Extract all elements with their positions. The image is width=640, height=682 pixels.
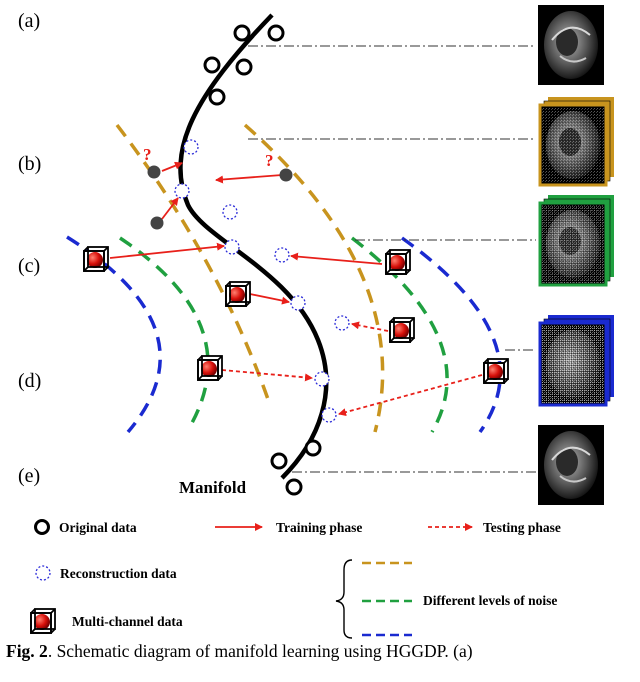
unknown-point	[150, 216, 164, 230]
reconstruction-point	[222, 204, 238, 220]
training-arrow	[290, 252, 383, 265]
original-point	[235, 58, 253, 76]
testing-arrow	[338, 374, 483, 417]
legend-brace-icon	[335, 559, 353, 639]
unknown-point	[279, 168, 293, 182]
guide-lines	[248, 45, 536, 473]
testing-arrows	[221, 321, 483, 417]
cube-icon	[197, 355, 223, 381]
cube-icon	[225, 281, 251, 307]
caption-fig-label: Fig. 2	[6, 641, 48, 661]
mri-image-clean-bottom	[538, 425, 604, 505]
reconstruction-point	[290, 295, 306, 311]
mri-image-clean-top	[538, 5, 604, 85]
legend: Original data Training phase Testing pha…	[30, 519, 561, 639]
testing-arrow	[221, 369, 313, 382]
reconstruction-point	[314, 371, 330, 387]
training-arrow	[161, 197, 179, 220]
legend-testing-label: Testing phase	[483, 520, 561, 535]
mri-images	[538, 5, 614, 505]
caption-text: . Schematic diagram of manifold learning…	[47, 641, 473, 661]
panel-label-b: (b)	[18, 153, 41, 175]
legend-original-icon	[34, 519, 50, 535]
legend-noise-label: Different levels of noise	[423, 593, 557, 608]
manifold-curve	[178, 13, 329, 480]
cube-icon	[385, 249, 411, 275]
reconstruction-points	[174, 139, 350, 423]
cube-icon	[83, 246, 109, 272]
original-point	[233, 24, 251, 42]
panel-label-d: (d)	[18, 370, 41, 392]
reconstruction-point	[334, 315, 350, 331]
manifold-label: Manifold	[179, 478, 247, 497]
cube-icon	[389, 317, 415, 343]
training-arrows	[109, 161, 383, 305]
reconstruction-point	[183, 139, 199, 155]
noise-curve-gold-right	[243, 123, 385, 433]
panel-labels: (a) (b) (c) (d) (e)	[18, 10, 41, 487]
panel-label-a: (a)	[18, 10, 40, 32]
original-point	[285, 478, 303, 496]
panel-label-c: (c)	[18, 255, 40, 277]
testing-arrow	[351, 321, 389, 332]
cube-icon	[483, 358, 509, 384]
noise-curve-green-left	[119, 236, 210, 431]
manifold-diagram: (a) (b) (c) (d) (e)	[18, 5, 614, 639]
training-arrow	[215, 174, 283, 184]
legend-reconstruction-icon	[35, 565, 51, 581]
unknown-point	[147, 165, 161, 179]
reconstruction-point	[174, 183, 190, 199]
panel-label-e: (e)	[18, 465, 40, 487]
training-arrow	[249, 293, 290, 305]
reconstruction-point	[224, 239, 240, 255]
unknown-points: ? ?	[143, 145, 293, 230]
mri-image-stack-blue	[538, 315, 614, 407]
noise-curves	[66, 123, 502, 434]
original-point	[270, 452, 288, 470]
noise-curve-blue-right	[400, 236, 502, 434]
reconstruction-point	[321, 407, 337, 423]
mri-image-stack-green	[538, 195, 614, 287]
legend-multichannel-icon	[30, 608, 56, 634]
legend-original-label: Original data	[59, 520, 137, 535]
original-point	[208, 88, 226, 106]
legend-training-label: Training phase	[276, 520, 362, 535]
original-point	[267, 24, 285, 42]
original-data-points	[203, 24, 322, 496]
question-mark: ?	[265, 151, 274, 170]
figure-caption: Fig. 2. Schematic diagram of manifold le…	[6, 641, 634, 681]
training-arrow	[109, 242, 225, 259]
training-arrow	[161, 161, 183, 172]
original-point	[304, 439, 322, 457]
legend-reconstruction-label: Reconstruction data	[60, 566, 177, 581]
question-mark: ?	[143, 145, 152, 164]
legend-multichannel-label: Multi-channel data	[72, 614, 183, 629]
multichannel-cubes	[83, 246, 509, 384]
mri-image-stack-gold	[538, 97, 614, 187]
original-point	[203, 56, 221, 74]
noise-curve-gold-left	[115, 123, 272, 406]
noise-curve-blue-left	[66, 235, 162, 434]
reconstruction-point	[274, 247, 290, 263]
